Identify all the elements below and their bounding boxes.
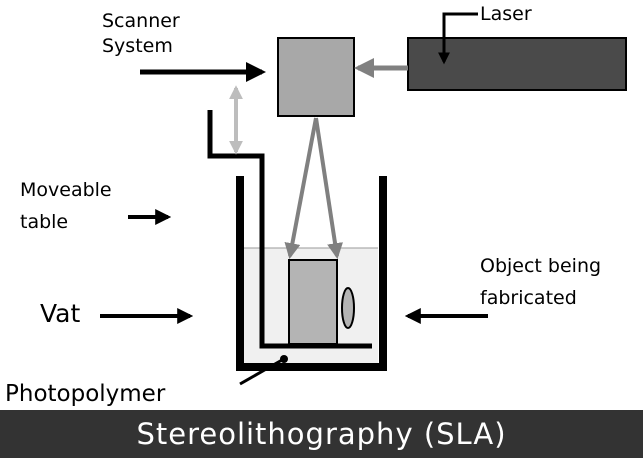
sla-diagram: Scanner System Laser Moveable table Vat …	[5, 3, 627, 407]
label-scanner-system-line2: System	[102, 35, 173, 57]
laser-box	[407, 37, 627, 91]
photopolymer-pointer-dot	[280, 355, 288, 363]
label-object-line2: fabricated	[480, 287, 577, 309]
object-side-feature	[341, 287, 355, 329]
laser-beam-left	[284, 117, 318, 260]
label-scanner-system-line1: Scanner	[102, 10, 180, 32]
vat	[236, 176, 387, 371]
title-banner: Stereolithography (SLA)	[0, 410, 643, 458]
moveable-table	[207, 110, 372, 349]
label-vat: Vat	[40, 299, 80, 328]
label-laser: Laser	[480, 3, 532, 25]
label-object-line1: Object being	[480, 255, 601, 277]
laser-pointer-arrow	[438, 12, 478, 65]
diagram-title: Stereolithography (SLA)	[136, 417, 507, 451]
label-moveable-line2: table	[20, 211, 68, 233]
fabricated-object	[288, 259, 338, 345]
laser-beam-right	[314, 117, 343, 260]
scanner-box	[277, 37, 355, 117]
label-photopolymer: Photopolymer	[5, 381, 166, 407]
photopolymer-pointer-line	[239, 358, 283, 386]
label-moveable-line1: Moveable	[20, 179, 112, 201]
